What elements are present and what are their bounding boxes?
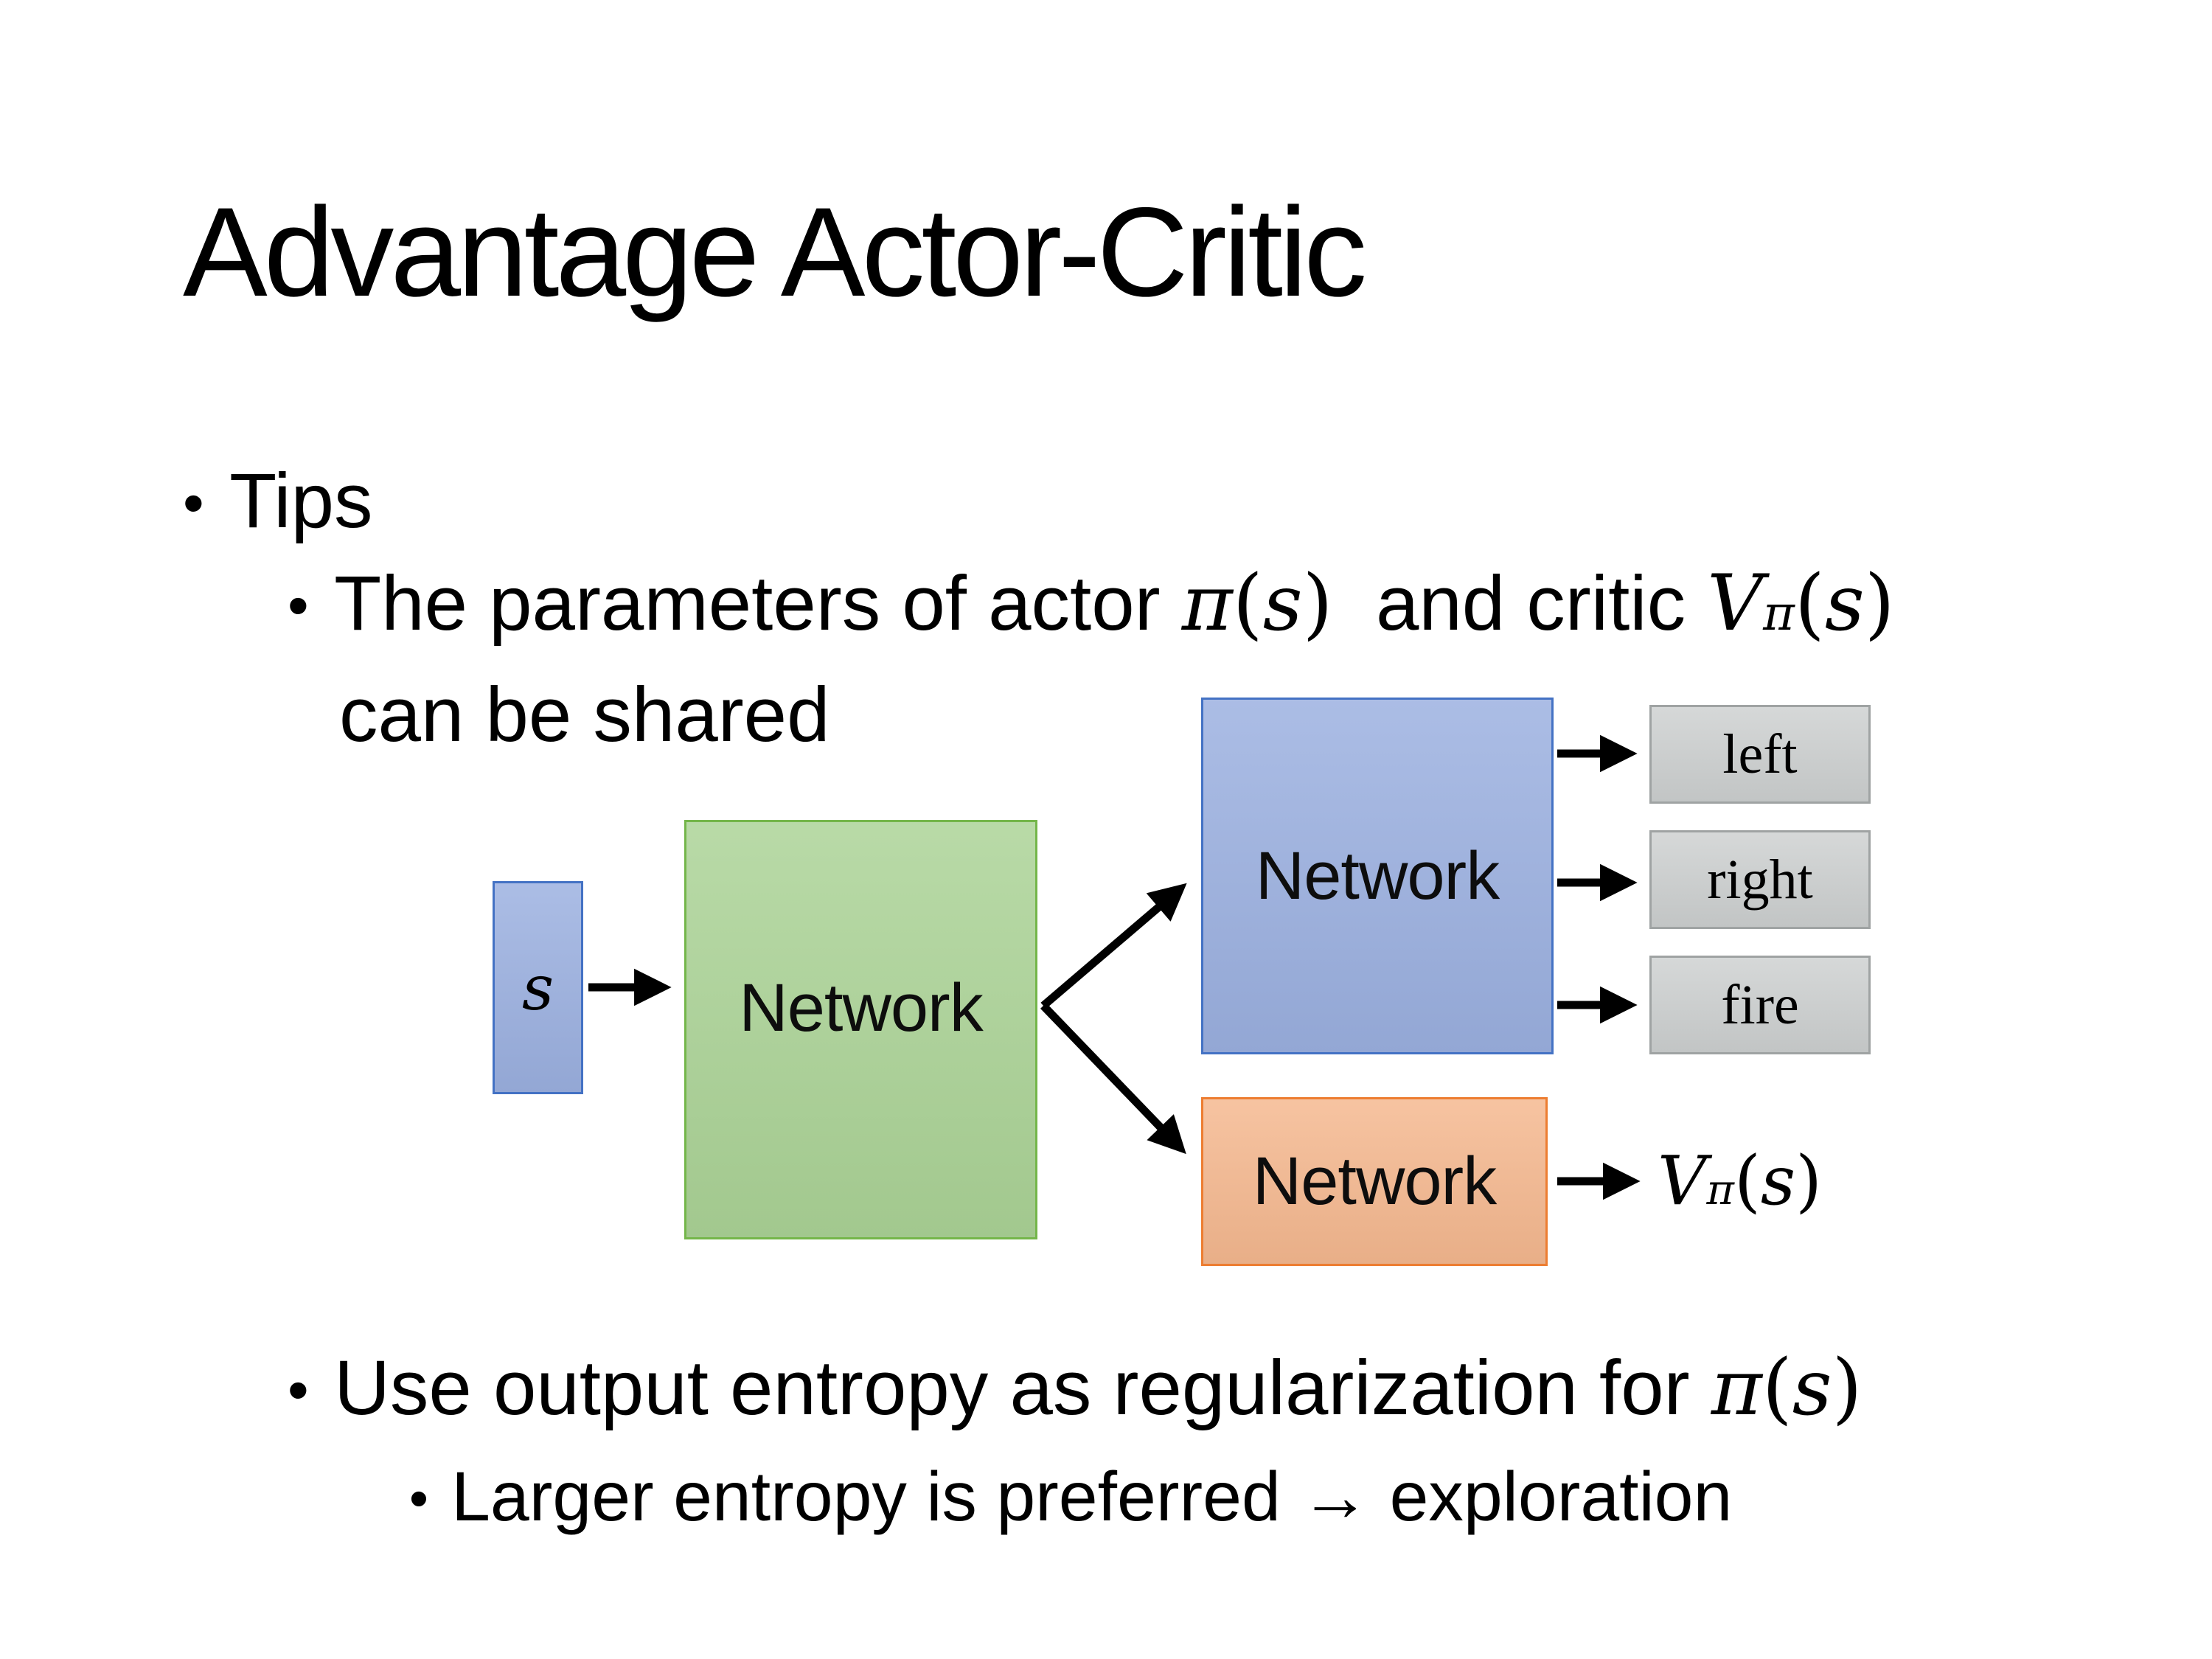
right-paren: ) [1302, 558, 1333, 648]
v-symbol: V [1707, 558, 1764, 648]
s-symbol: s [1824, 558, 1865, 648]
bullet-parameters-line1: • The parameters of actor π ( s ) and cr… [288, 558, 1895, 648]
pi-symbol: π [1181, 558, 1233, 648]
critic-network-box: Network [1201, 1097, 1548, 1266]
left-paren: ( [1232, 558, 1263, 648]
action-box-left: left [1649, 705, 1871, 804]
action-box-fire: fire [1649, 956, 1871, 1054]
action-box-right: right [1649, 830, 1871, 929]
critic-value-output: V π ( s ) [1658, 1141, 1822, 1220]
shared-network-box: Network [684, 820, 1037, 1239]
action-label-fire: fire [1721, 973, 1799, 1036]
bullet-tips: • Tips [183, 457, 373, 546]
pi-symbol: π [1711, 1343, 1762, 1433]
tips-label: Tips [229, 458, 373, 544]
s-symbol: s [1760, 1141, 1796, 1220]
right-paren: ) [1864, 558, 1895, 648]
left-paren: ( [1794, 558, 1825, 648]
bullet-parameters-line2: can be shared [339, 671, 830, 760]
state-label: s [521, 951, 554, 1024]
bullet-dot: • [288, 1357, 309, 1425]
bullet-entropy: • Use output entropy as regularization f… [288, 1343, 1863, 1433]
larger-entropy-text: Larger entropy is preferred → exploratio… [451, 1458, 1733, 1536]
bullet-dot: • [288, 572, 309, 640]
action-label-right: right [1707, 848, 1813, 911]
s-symbol: s [1262, 558, 1303, 648]
bullet-dot: • [183, 470, 204, 538]
state-input-box: s [493, 881, 583, 1094]
bullet-larger-entropy: • Larger entropy is preferred → explorat… [409, 1457, 1732, 1537]
right-paren: ) [1795, 1141, 1822, 1220]
slide-title: Advantage Actor-Critic [183, 181, 1367, 323]
critic-network-label: Network [1252, 1144, 1497, 1219]
s-symbol: s [1792, 1343, 1832, 1433]
actor-network-box: Network [1201, 698, 1554, 1054]
left-paren: ( [1761, 1343, 1792, 1433]
entropy-text: Use output entropy as regularization for [334, 1345, 1711, 1431]
parameters-text: The parameters of actor [334, 560, 1182, 647]
bullet-dot: • [409, 1467, 428, 1529]
right-paren: ) [1832, 1343, 1863, 1433]
arrow-shared-to-actor [1040, 883, 1187, 1009]
shared-network-label: Network [739, 970, 983, 1046]
left-paren: ( [1733, 1141, 1761, 1220]
actor-network-label: Network [1255, 838, 1500, 914]
action-label-left: left [1722, 723, 1798, 785]
can-be-shared-text: can be shared [339, 672, 830, 758]
arrow-shared-to-critic [1040, 1003, 1186, 1155]
and-critic-text: and critic [1332, 560, 1708, 647]
v-symbol: V [1658, 1141, 1707, 1220]
